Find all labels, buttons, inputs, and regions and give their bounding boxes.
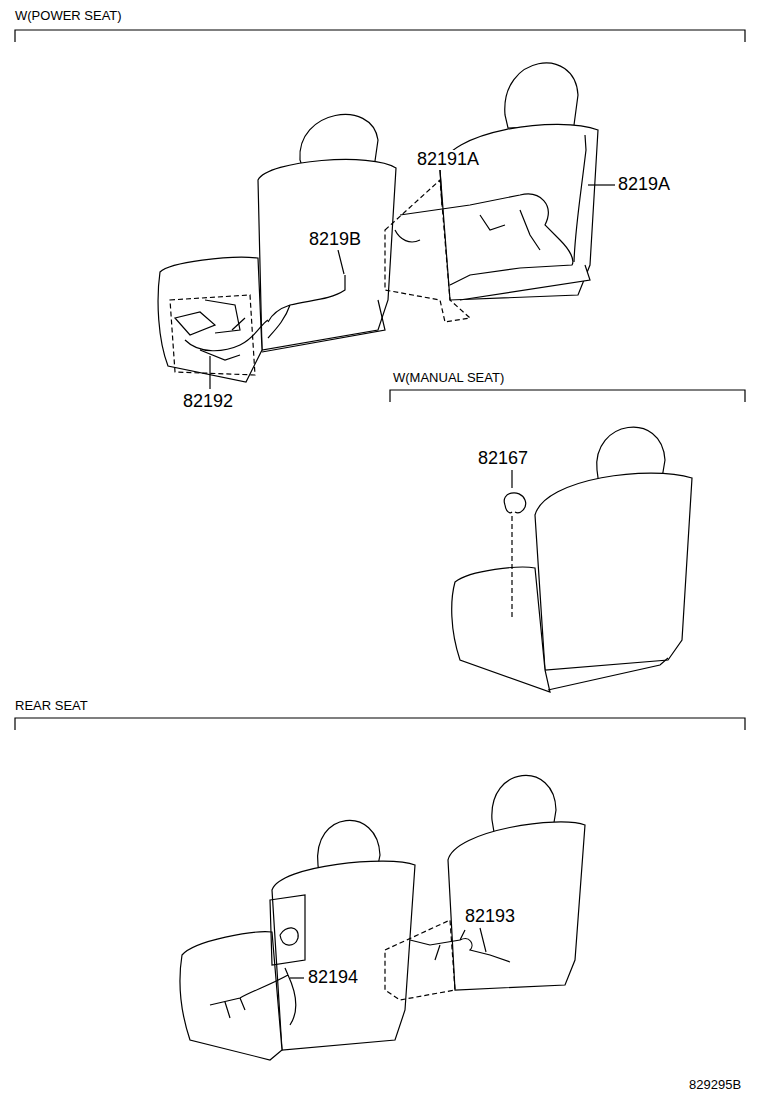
seat-drawing — [452, 427, 692, 692]
wire-harness — [210, 968, 296, 1025]
callout-number: 8219A — [617, 175, 671, 195]
leader-line — [588, 184, 615, 185]
seat-drawing — [448, 775, 585, 990]
section-bracket — [15, 30, 745, 42]
section-title: REAR SEAT — [14, 699, 89, 713]
callout-number: 8219B — [308, 230, 362, 250]
callout-number: 82191A — [416, 150, 480, 170]
leader-line — [338, 250, 344, 274]
callout-number: 82192 — [182, 392, 234, 412]
wire-harness — [268, 275, 345, 338]
seat-panel — [280, 928, 298, 945]
section-title: W(POWER SEAT) — [14, 9, 123, 23]
seat-drawing — [440, 63, 598, 300]
leader-line — [511, 470, 512, 488]
leader-line — [209, 356, 210, 389]
seat-panel — [270, 895, 305, 965]
section-bracket — [390, 390, 745, 402]
seat-drawing — [158, 114, 396, 382]
seat-frame — [385, 180, 470, 322]
seat-frame — [385, 920, 455, 1000]
seat-drawing — [180, 820, 415, 1060]
callout-number: 82167 — [477, 449, 529, 469]
wire-harness — [574, 135, 586, 262]
callout-number: 82193 — [464, 907, 516, 927]
seat-frame — [548, 658, 668, 690]
wire-harness — [410, 930, 510, 962]
wire-harness — [185, 318, 268, 360]
section-title: W(MANUAL SEAT) — [392, 371, 505, 385]
motor-symbol — [175, 300, 240, 335]
leader-line — [290, 977, 304, 978]
section-bracket — [15, 718, 745, 730]
figure-number: 829295B — [688, 1078, 742, 1092]
leader-line — [480, 928, 486, 952]
wire-harness — [395, 194, 573, 285]
leader-line — [440, 170, 442, 205]
seat-frame — [170, 295, 255, 375]
leader-line — [511, 516, 512, 620]
clip-symbol — [504, 493, 525, 513]
callout-number: 82194 — [307, 968, 359, 988]
